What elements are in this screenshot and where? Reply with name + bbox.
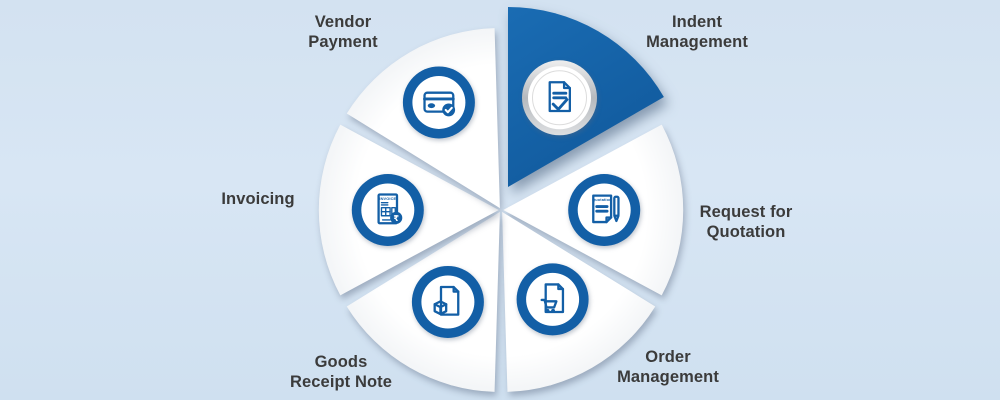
badge-indent-management <box>522 60 597 136</box>
label-invoicing: Invoicing <box>221 190 295 208</box>
label-goods-receipt-note: Goods Receipt Note <box>289 353 393 391</box>
label-order-management: Order Management <box>617 348 719 386</box>
badge-request-for-quotation <box>568 174 641 246</box>
label-indent-management: Indent Management <box>646 13 748 51</box>
badge-invoicing <box>351 174 424 246</box>
badge-vendor-payment <box>402 66 475 139</box>
label-request-for-quotation: Request for Quotation <box>699 203 793 241</box>
badge-order-management <box>516 263 589 336</box>
label-vendor-payment: Vendor Payment <box>308 13 378 51</box>
badge-goods-receipt-note <box>411 265 484 338</box>
pie-icon-badges <box>351 60 641 338</box>
